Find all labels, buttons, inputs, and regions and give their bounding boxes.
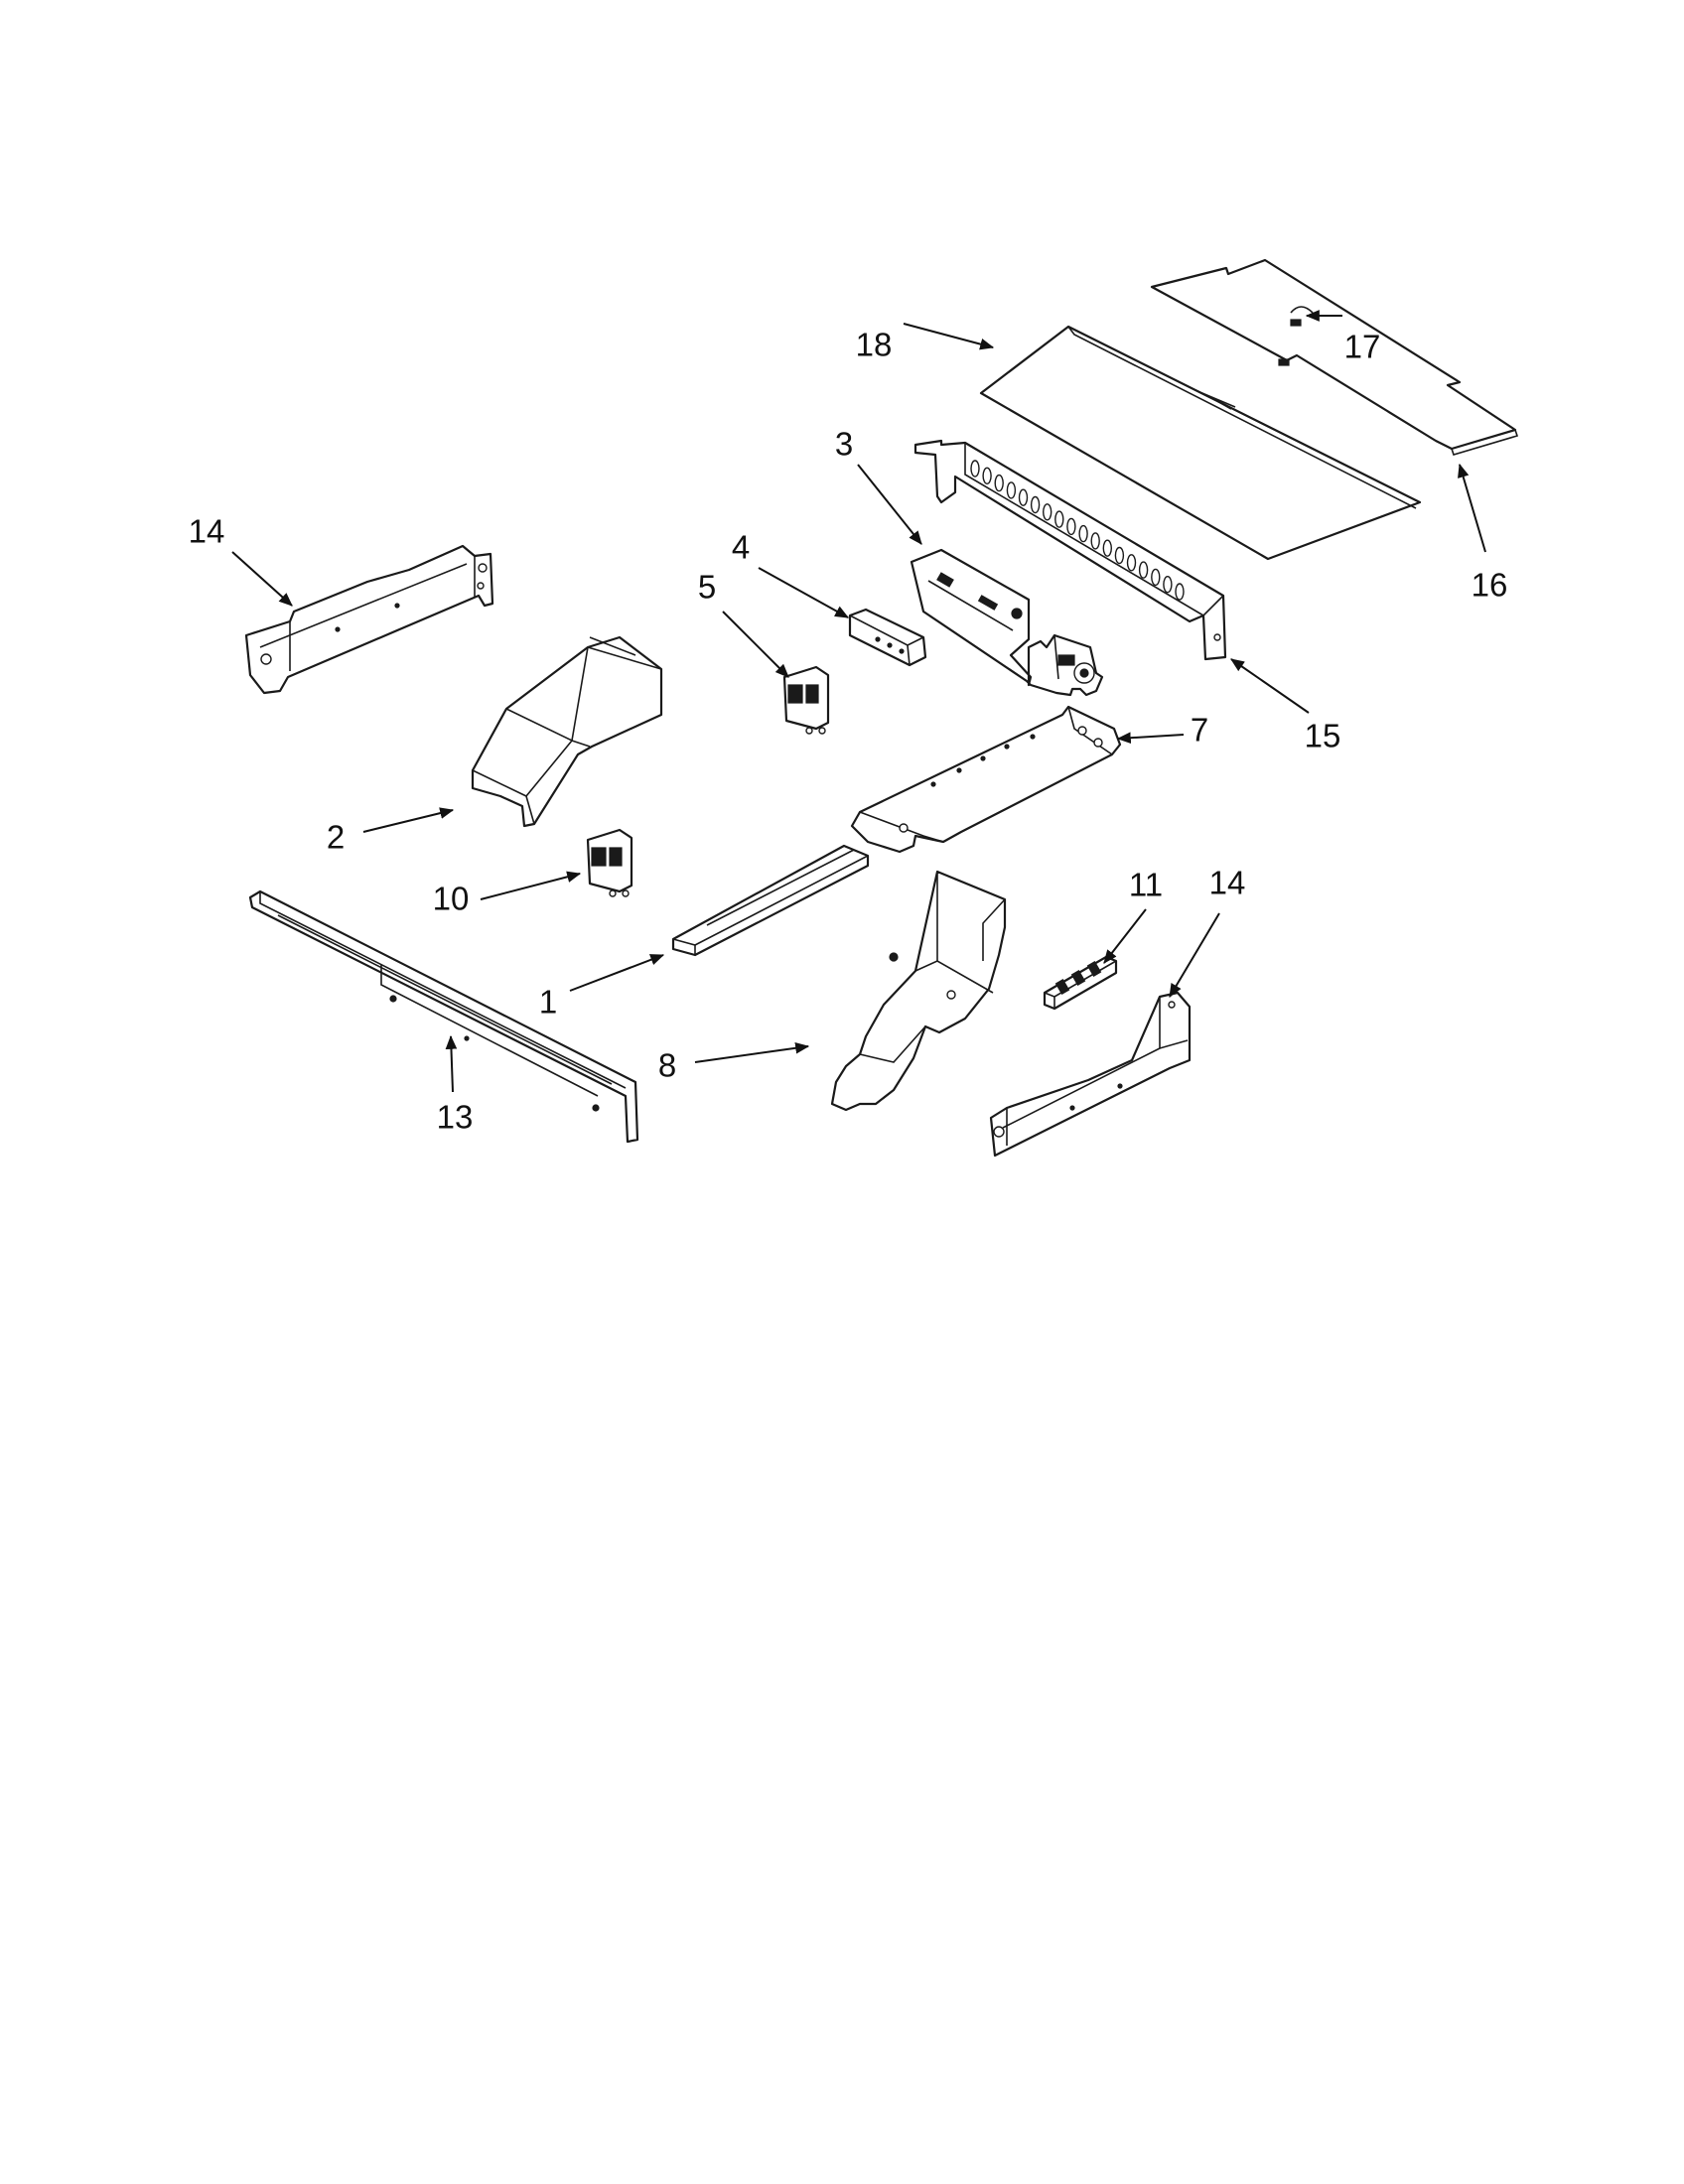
leader-15 [1230, 658, 1310, 714]
part-2-duct [471, 635, 663, 828]
part-5-switch [782, 665, 830, 735]
bracket-slot [982, 467, 992, 484]
bracket-slot [1090, 532, 1100, 550]
leader-lines [231, 310, 1486, 1093]
bracket-slot [1030, 495, 1041, 514]
bracket-slot [1018, 488, 1029, 506]
callout-11: 11 [1129, 867, 1163, 903]
leader-10 [480, 871, 582, 900]
bracket-slot [1163, 576, 1173, 594]
part-7-plate [850, 705, 1122, 854]
bracket-slot [1054, 510, 1064, 528]
bracket-slot [970, 460, 980, 478]
bracket-slot [994, 474, 1004, 492]
bracket-slot [1114, 546, 1125, 565]
bracket-slot [1175, 583, 1185, 601]
leader-5 [722, 611, 789, 678]
leader-13 [445, 1034, 458, 1093]
leader-16 [1458, 463, 1486, 553]
leader-14-right [1169, 912, 1220, 999]
bracket-slot [1151, 568, 1161, 587]
bracket-slot [1126, 554, 1137, 572]
part-1-flat-bar [671, 844, 870, 957]
callout-3: 3 [835, 426, 853, 463]
callout-18: 18 [856, 327, 893, 363]
leader-11 [1103, 908, 1147, 964]
callout-7: 7 [1191, 712, 1208, 749]
leader-14-left [231, 551, 293, 607]
bracket-slot [1006, 481, 1017, 499]
part-14-side-bracket-right [989, 991, 1192, 1158]
part-14-side-bracket-left [244, 544, 494, 695]
leader-3 [857, 464, 922, 545]
part-10-switch [586, 828, 633, 897]
callout-17: 17 [1344, 329, 1381, 365]
part-13-long-rail [248, 889, 639, 1144]
callout-13: 13 [437, 1099, 474, 1136]
leader-8 [694, 1042, 810, 1063]
bracket-slot [1066, 517, 1076, 536]
leader-7 [1116, 732, 1185, 745]
callout-16: 16 [1472, 567, 1508, 604]
callout-14-left: 14 [189, 513, 225, 550]
leader-2 [362, 807, 455, 833]
part-4-block [848, 608, 927, 667]
part-18-top-panel [979, 325, 1422, 561]
leader-18 [903, 323, 995, 350]
callout-15: 15 [1305, 718, 1341, 754]
leader-4 [758, 567, 850, 618]
callout-14-right: 14 [1209, 865, 1246, 901]
bracket-slot [1138, 561, 1149, 579]
callout-8: 8 [658, 1047, 676, 1084]
part-16-top-panel [1150, 258, 1519, 456]
part-15-rear-bracket [913, 439, 1227, 661]
bracket-slot [1042, 503, 1052, 521]
bracket-slot [1102, 539, 1113, 557]
leader-1 [569, 954, 665, 992]
callout-4: 4 [732, 529, 750, 566]
part-11-terminal-block [1043, 955, 1118, 1011]
part-8-heat-shield [830, 870, 1007, 1112]
callout-labels: 18 17 3 16 14 4 5 15 7 2 10 11 14 1 8 13 [189, 327, 1508, 1136]
callout-2: 2 [327, 819, 345, 856]
callout-10: 10 [433, 881, 470, 917]
bracket-slot [1078, 524, 1088, 543]
callout-5: 5 [698, 569, 716, 606]
callout-1: 1 [539, 984, 557, 1021]
part-3-valve-assembly [910, 548, 1104, 697]
